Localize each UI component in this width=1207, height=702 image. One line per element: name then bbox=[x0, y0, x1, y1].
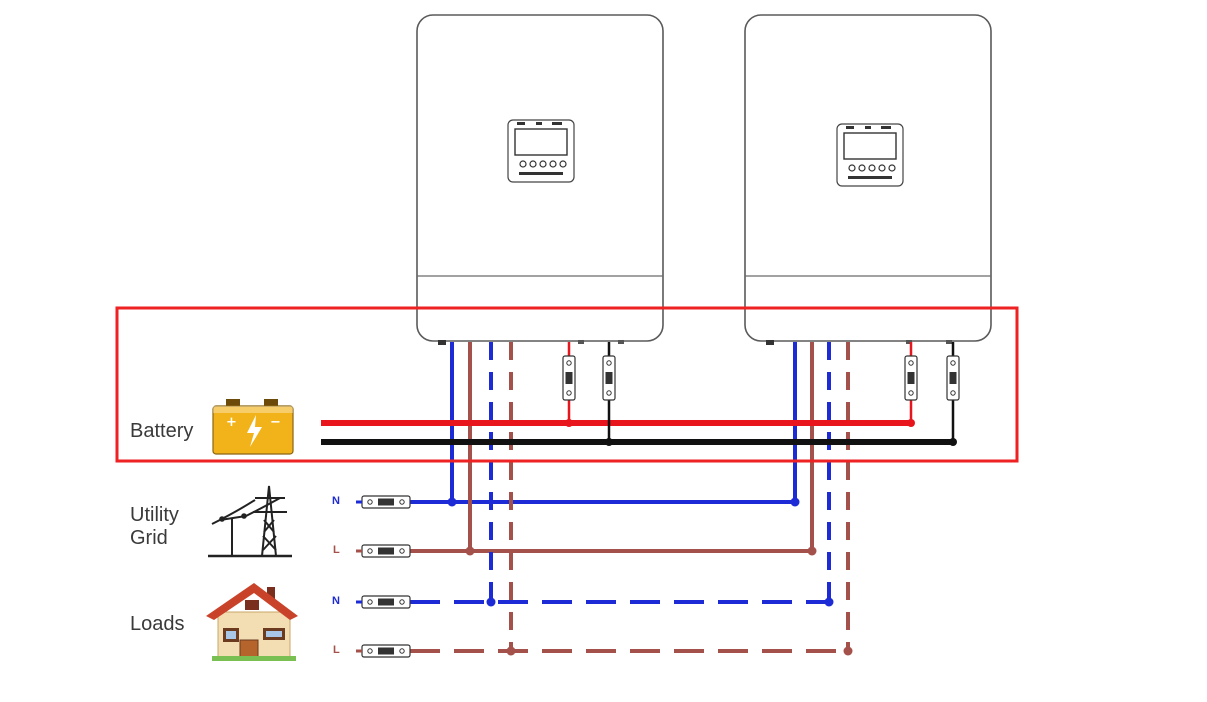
junction-dot bbox=[807, 546, 817, 556]
dc-breaker bbox=[562, 355, 576, 401]
junction-dot bbox=[486, 597, 496, 607]
ac-breaker-load-line bbox=[361, 644, 411, 658]
inverter-2-button bbox=[888, 164, 896, 172]
junction-dot bbox=[843, 646, 853, 656]
inverter-2-button bbox=[878, 164, 886, 172]
battery-label: Battery bbox=[130, 420, 194, 442]
junction-dot bbox=[907, 419, 915, 427]
inverter-2-lcd-screen bbox=[843, 132, 897, 160]
inverter-1-button bbox=[519, 160, 527, 168]
house-icon bbox=[206, 583, 298, 661]
inverter-2-button bbox=[858, 164, 866, 172]
inverter-2 bbox=[744, 14, 992, 345]
inverter-1-button bbox=[529, 160, 537, 168]
junction-dot bbox=[949, 438, 957, 446]
junction-dot bbox=[506, 646, 516, 656]
junction-dot bbox=[605, 438, 613, 446]
load-line-wiring bbox=[410, 342, 853, 656]
inverter-2-button bbox=[868, 164, 876, 172]
loads-label: Loads bbox=[130, 613, 185, 635]
dc-breaker bbox=[904, 355, 918, 401]
ac-breaker-load-neutral bbox=[361, 595, 411, 609]
ac-breaker-grid-neutral bbox=[361, 495, 411, 509]
battery-negative-wiring bbox=[321, 342, 957, 446]
junction-dot bbox=[447, 497, 457, 507]
grid-line-tag: L bbox=[333, 544, 340, 556]
junction-dot bbox=[790, 497, 800, 507]
svg-text:−: − bbox=[270, 415, 281, 430]
utility-grid-label: Utility Grid bbox=[130, 504, 179, 549]
inverter-1 bbox=[416, 14, 664, 345]
load-neutral-wiring bbox=[410, 342, 834, 607]
power-pylon-icon bbox=[208, 485, 292, 558]
grid-line-wire bbox=[468, 342, 814, 553]
inverter-2-display-panel bbox=[836, 123, 904, 187]
grid-neutral-tag: N bbox=[332, 495, 340, 507]
inverter-1-button bbox=[539, 160, 547, 168]
junction-dot bbox=[565, 419, 573, 427]
inverter-1-display-panel bbox=[507, 119, 575, 183]
grid-line-wiring bbox=[410, 342, 817, 556]
junction-dot bbox=[465, 546, 475, 556]
dc-breaker bbox=[602, 355, 616, 401]
battery-icon: + − bbox=[212, 399, 294, 455]
dc-breaker bbox=[946, 355, 960, 401]
ac-breaker-grid-line bbox=[361, 544, 411, 558]
inverter-1-lcd-screen bbox=[514, 128, 568, 156]
inverter-1-button bbox=[559, 160, 567, 168]
load-neutral-tag: N bbox=[332, 595, 340, 607]
junction-dot bbox=[824, 597, 834, 607]
load-line-tag: L bbox=[333, 644, 340, 656]
inverter-1-button bbox=[549, 160, 557, 168]
battery-positive-wiring bbox=[321, 342, 915, 427]
inverter-2-button bbox=[848, 164, 856, 172]
svg-text:+: + bbox=[226, 415, 237, 430]
battery-connection-highlight-box bbox=[115, 306, 1019, 463]
